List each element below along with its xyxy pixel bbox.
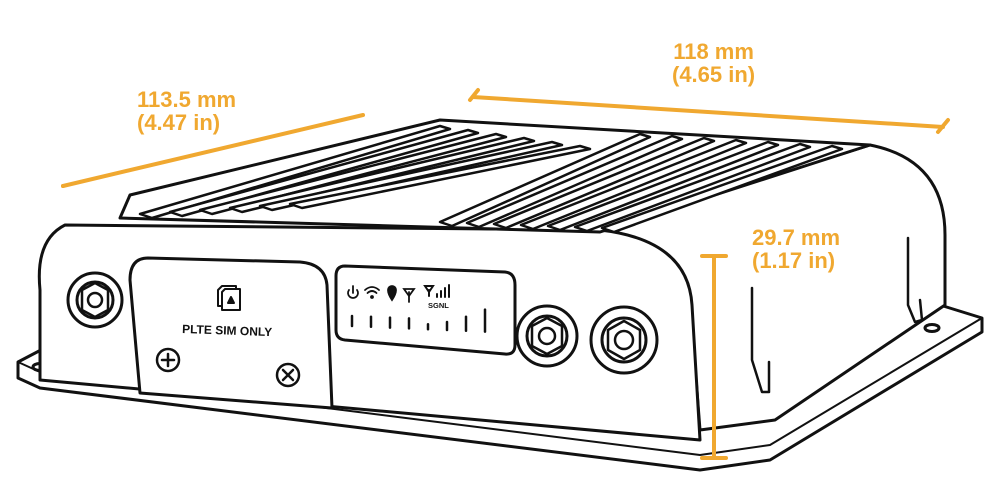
depth-dimension-line (61, 113, 365, 188)
height-dimension-line (700, 254, 728, 460)
width-dimension-label: 118 mm (4.65 in) (672, 40, 755, 86)
height-imperial: (1.17 in) (752, 248, 836, 273)
cooling-fin-right-7 (600, 144, 844, 234)
depth-imperial: (4.47 in) (137, 110, 221, 135)
cooling-fins-left (138, 124, 592, 220)
cooling-fins-right (438, 132, 844, 234)
width-dimension-line (468, 88, 950, 134)
width-metric: 118 mm (673, 39, 754, 64)
cooling-fin-right-1 (438, 132, 652, 228)
cooling-fin-left-4 (228, 136, 536, 214)
screw-left (155, 347, 181, 373)
cooling-fin-right-3 (492, 136, 716, 230)
flange-hole-right-back (923, 323, 941, 333)
cooling-fin-right-5 (546, 140, 780, 232)
antenna-connector-left (66, 271, 124, 329)
cooling-fin-left-3 (198, 132, 508, 216)
cooling-fin-left-5 (258, 140, 564, 212)
location-pin-icon (387, 285, 397, 302)
sim-panel (128, 256, 334, 410)
signal-bars-icon (423, 284, 450, 298)
wifi-icon (364, 286, 380, 299)
depth-metric: 113.5 mm (137, 87, 237, 112)
power-icon (347, 285, 359, 299)
led-indicators (350, 308, 487, 333)
antenna-icon (402, 288, 416, 303)
antenna-connector-right (589, 305, 659, 375)
led-window (334, 264, 517, 356)
cooling-fin-right-2 (465, 134, 684, 229)
cooling-fin-left-1 (138, 124, 452, 220)
height-metric: 29.7 mm (752, 225, 841, 250)
signal-label: SGNL (428, 301, 449, 310)
cooling-fin-left-6 (288, 144, 592, 210)
depth-dimension-label: 113.5 mm (4.47 in) (137, 88, 236, 134)
sim-card-icon (217, 285, 241, 311)
cooling-fin-left-2 (168, 128, 480, 218)
sim-label: PLTE SIM ONLY (182, 322, 272, 339)
antenna-connector-middle (515, 304, 579, 368)
cooling-fin-right-6 (573, 142, 812, 233)
screw-right (275, 362, 301, 388)
status-icons (347, 284, 450, 303)
cooling-fin-right-4 (519, 138, 748, 231)
width-imperial: (4.65 in) (672, 62, 756, 87)
height-dimension-label: 29.7 mm (1.17 in) (752, 226, 840, 272)
